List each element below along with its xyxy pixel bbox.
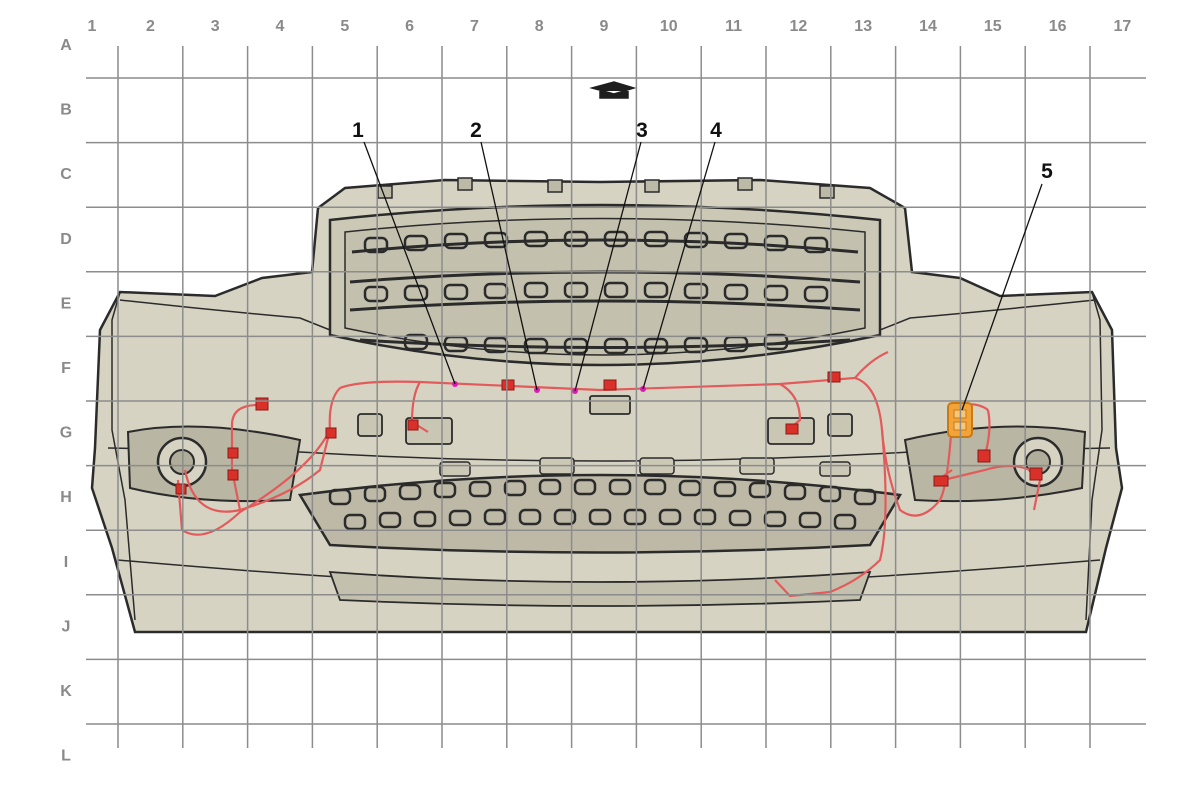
callout-labels: 1 2 3 4 5	[352, 119, 1053, 183]
grid-row-label: A	[60, 37, 72, 54]
callout-3: 3	[636, 119, 648, 142]
grid-lines	[86, 46, 1146, 748]
grid-column-label: 1	[88, 18, 97, 35]
grid-row-label: K	[60, 683, 72, 700]
grid-column-label: 10	[660, 18, 678, 35]
grid-row-label: L	[61, 748, 71, 765]
grid-column-label: 7	[470, 18, 479, 35]
bumper-contour-mid	[107, 447, 1111, 462]
grid-row-label: I	[64, 554, 68, 571]
callout-2: 2	[470, 119, 482, 142]
callout-leaders	[363, 141, 1043, 411]
grid-column-label: 12	[790, 18, 808, 35]
grid-column-label: 4	[276, 18, 285, 35]
grid-row-label: J	[62, 618, 71, 635]
grid-column-label: 5	[340, 18, 349, 35]
grid-column-label: 9	[600, 18, 609, 35]
grid-column-label: 11	[725, 18, 742, 35]
grid-column-label: 3	[211, 18, 220, 35]
grid-column-label: 15	[984, 18, 1002, 35]
grid-column-label: 6	[405, 18, 414, 35]
grid-row-label: F	[61, 360, 71, 377]
grid-column-label: 8	[535, 18, 544, 35]
front-bumper-assembly	[90, 81, 1124, 634]
grid-row-label: H	[60, 489, 72, 506]
bumper-side-left	[111, 291, 136, 621]
grid-row-label: C	[60, 166, 72, 183]
fog-lamp-left	[126, 425, 302, 503]
grid-row-label: D	[60, 231, 72, 248]
grid-row-labels: A B C D E F G H I J K L	[60, 37, 72, 765]
fog-lamp-right	[903, 425, 1087, 503]
callout-4: 4	[710, 119, 722, 142]
lower-grille-cells	[328, 478, 877, 531]
upper-grille-cells	[363, 230, 829, 355]
callout-1: 1	[352, 119, 364, 142]
grid-column-label: 17	[1114, 18, 1132, 35]
grid-column-label: 16	[1049, 18, 1067, 35]
grid-row-label: B	[60, 102, 72, 119]
grid-column-label: 14	[919, 18, 937, 35]
grid-column-label: 13	[854, 18, 872, 35]
grid-row-label: E	[61, 295, 72, 312]
logo-mark	[589, 81, 637, 99]
callout-5: 5	[1041, 160, 1053, 183]
grid-row-label: G	[60, 425, 72, 442]
grid-column-label: 2	[146, 18, 155, 35]
